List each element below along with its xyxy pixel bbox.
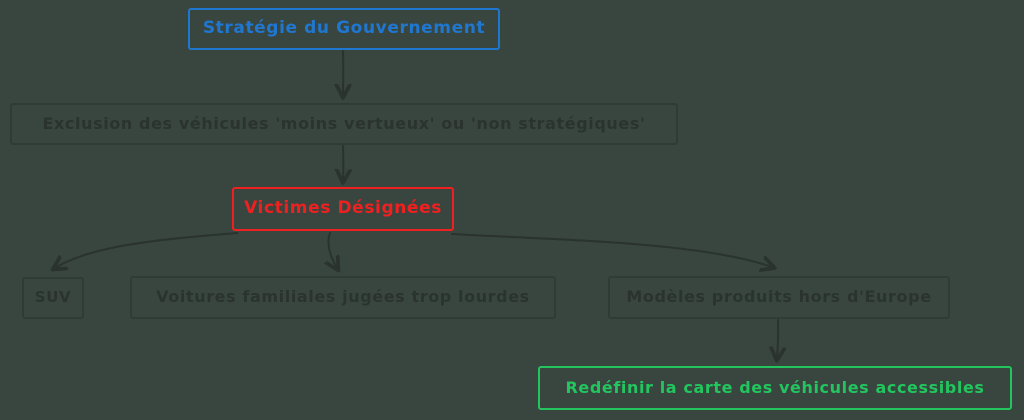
node-redefinir-carte[interactable]: Redéfinir la carte des véhicules accessi…	[538, 366, 1012, 410]
node-victimes-designees[interactable]: Victimes Désignées	[232, 187, 454, 231]
edge-victimes-familiales	[328, 231, 337, 268]
node-label: Redéfinir la carte des véhicules accessi…	[565, 377, 985, 397]
node-exclusion-vehicules[interactable]: Exclusion des véhicules 'moins vertueux'…	[10, 103, 678, 145]
node-voitures-familiales[interactable]: Voitures familiales jugées trop lourdes	[130, 276, 556, 319]
node-modeles-hors-europe[interactable]: Modèles produits hors d'Europe	[608, 276, 950, 319]
node-label: Modèles produits hors d'Europe	[626, 287, 932, 307]
node-label: Voitures familiales jugées trop lourdes	[156, 287, 530, 307]
node-label: SUV	[34, 288, 72, 307]
node-label: Exclusion des véhicules 'moins vertueux'…	[42, 113, 646, 133]
node-suv[interactable]: SUV	[22, 277, 84, 319]
node-label: Victimes Désignées	[244, 198, 442, 219]
edge-victimes-suv	[55, 231, 239, 268]
node-strategie-du-gouvernement[interactable]: Stratégie du Gouvernement	[188, 8, 500, 50]
node-label: Stratégie du Gouvernement	[202, 18, 486, 39]
edge-horseurope-redefinir	[777, 318, 778, 358]
edge-victimes-horseurope	[450, 232, 772, 267]
